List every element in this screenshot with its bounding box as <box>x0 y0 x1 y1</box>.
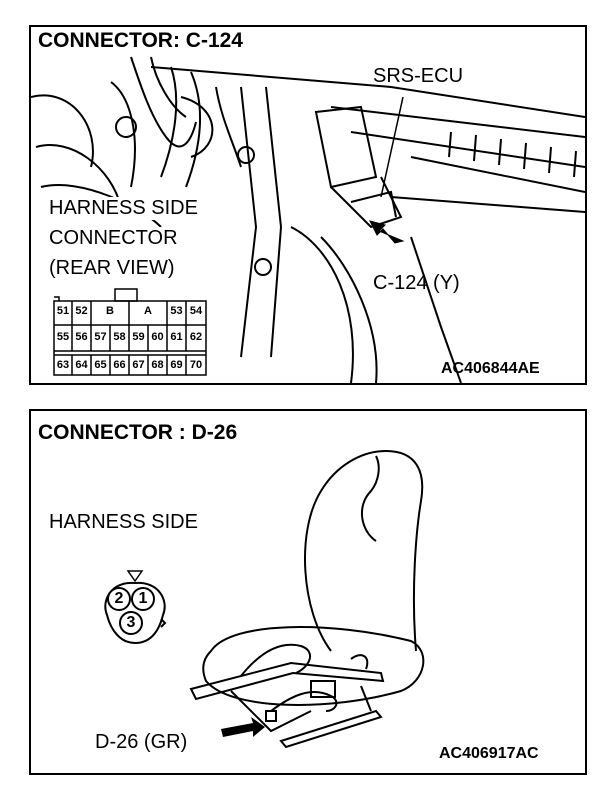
pin-64: 64 <box>75 359 88 371</box>
pin-53: 53 <box>170 305 183 317</box>
pin-65: 65 <box>94 359 107 371</box>
figure-code: AC406844AE <box>441 360 540 377</box>
pin-55: 55 <box>56 331 70 343</box>
pin-59: 59 <box>132 331 145 343</box>
srs-ecu-installation-drawing <box>31 56 585 383</box>
pin-54: 54 <box>189 305 203 317</box>
srs-ecu-label: SRS-ECU <box>373 65 464 87</box>
pin-66: 66 <box>113 359 126 371</box>
pin-52: 52 <box>75 305 88 317</box>
pin-68: 68 <box>151 359 164 371</box>
pin-2: 2 <box>107 587 131 611</box>
connector-d26-panel: CONNECTOR : D-26 HARNESS SIDE 2 1 3 D-26… <box>29 409 587 775</box>
pin-69: 69 <box>170 359 183 371</box>
pin-51: 51 <box>56 305 70 317</box>
pin-3: 3 <box>119 611 143 635</box>
pin-a: A <box>144 305 152 317</box>
pin-63: 63 <box>56 359 70 371</box>
pin-56: 56 <box>75 331 88 343</box>
harness-side-label-line2: CONNECTOR <box>49 227 178 250</box>
pin-67: 67 <box>132 359 145 371</box>
harness-side-label-line3: (REAR VIEW) <box>49 257 175 280</box>
connector-title: CONNECTOR : D-26 <box>36 421 240 445</box>
harness-side-label-line1: HARNESS SIDE <box>49 197 198 220</box>
pin-70: 70 <box>189 359 203 371</box>
pin-b: B <box>106 305 114 317</box>
pin-57: 57 <box>94 331 107 343</box>
harness-side-label: HARNESS SIDE <box>49 511 198 533</box>
d26-connector-face <box>104 570 167 645</box>
connector-code-label: C-124 (Y) <box>373 272 460 294</box>
c124-connector-face: 51 52 B A 53 54 55 56 57 58 59 60 61 62 … <box>53 285 207 377</box>
pin-62: 62 <box>189 331 203 343</box>
figure-code: AC406917AC <box>439 745 539 762</box>
connector-c124-panel: CONNECTOR: C-124 SRS-ECU HARNESS SIDE CO… <box>29 25 587 385</box>
pin-61: 61 <box>170 331 183 343</box>
connector-title: CONNECTOR: C-124 <box>36 29 245 53</box>
connector-code-label: D-26 (GR) <box>95 731 188 753</box>
pin-58: 58 <box>113 331 126 343</box>
pin-1: 1 <box>131 587 155 611</box>
pin-60: 60 <box>151 331 164 343</box>
seat-installation-drawing <box>104 449 425 749</box>
